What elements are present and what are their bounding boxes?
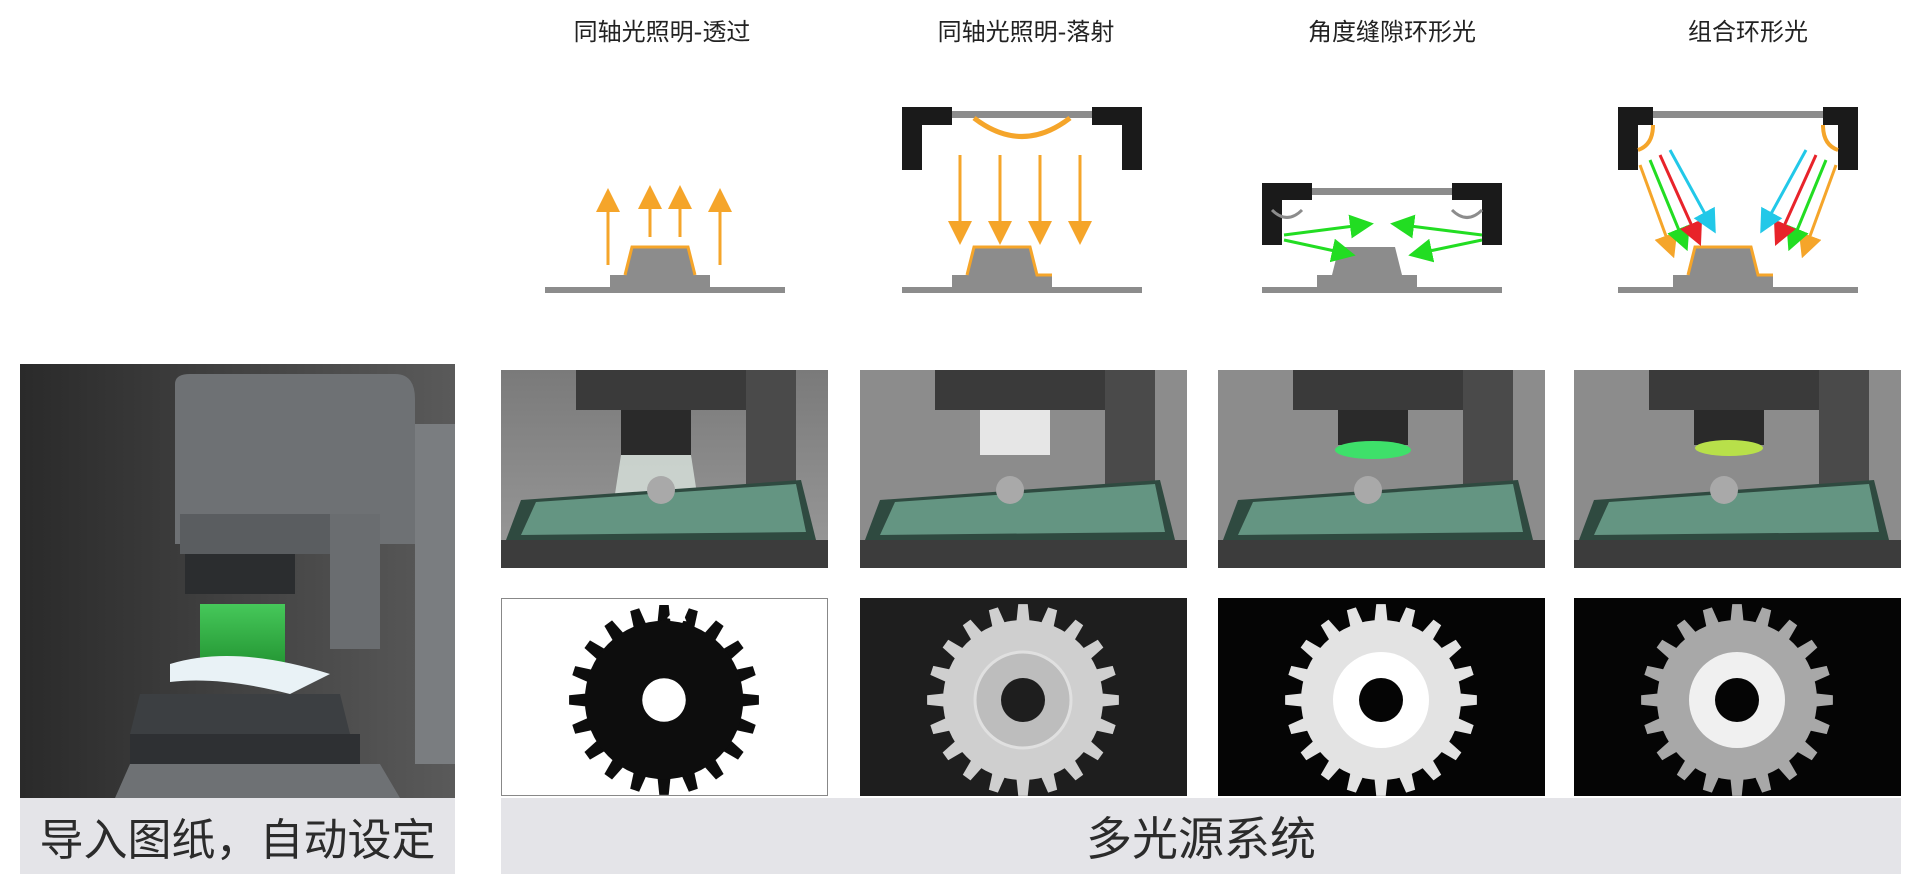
gear-tooth <box>1730 604 1744 625</box>
gear-image-coaxial <box>860 598 1187 796</box>
gear-tooth <box>1016 604 1030 625</box>
diagram-coaxial-reflected <box>902 107 1142 293</box>
gear-tooth <box>927 693 948 707</box>
gear-tooth <box>738 693 759 707</box>
diagram-combined-ring <box>1618 107 1858 293</box>
gear-tooth <box>1098 693 1119 707</box>
column-title-transmitted: 同轴光照明-透过 <box>573 18 751 46</box>
gear-tooth <box>1730 775 1744 796</box>
gear-tooth <box>1374 604 1388 625</box>
column-title-angled-ring: 角度缝隙环形光 <box>1308 18 1476 46</box>
left-caption: 导入图纸，自动设定 <box>20 798 455 874</box>
column-title-coaxial: 同轴光照明-落射 <box>937 18 1115 46</box>
column-title-combined-ring: 组合环形光 <box>1688 18 1808 46</box>
gear-tooth <box>1285 693 1306 707</box>
gear-tooth <box>1016 775 1030 796</box>
machine-photo-angled-ring <box>1218 370 1545 568</box>
gear-image-transmitted <box>501 598 828 796</box>
machine-photo-coaxial <box>860 370 1187 568</box>
machine-photo-transmitted <box>501 370 828 568</box>
gear-tooth <box>1456 693 1477 707</box>
gear-tooth <box>1641 693 1662 707</box>
diagram-transmitted <box>545 185 785 293</box>
main-caption: 多光源系统 <box>501 798 1901 874</box>
machine-with-drawing-image <box>20 364 455 798</box>
gear-tooth <box>1374 775 1388 796</box>
diagram-angled-ring <box>1262 183 1502 293</box>
gear-image-angled-ring <box>1218 598 1545 796</box>
gear-tooth <box>569 693 590 707</box>
gear-tooth <box>657 605 671 626</box>
gear-tooth <box>657 774 671 795</box>
machine-photo-combined-ring <box>1574 370 1901 568</box>
gear-image-combined-ring <box>1574 598 1901 796</box>
gear-tooth <box>1812 693 1833 707</box>
